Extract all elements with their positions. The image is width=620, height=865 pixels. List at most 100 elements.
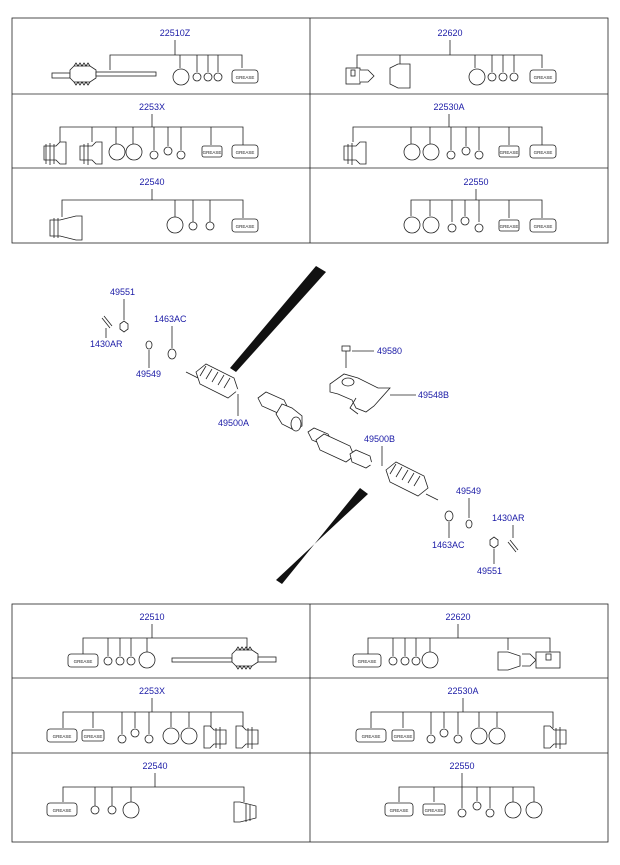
ring-icon <box>180 727 198 745</box>
boot-ribs <box>215 727 221 749</box>
grease-label: GREASE <box>236 224 255 229</box>
grease-label: GREASE <box>236 75 255 80</box>
boot-icon <box>233 801 257 823</box>
callout-49500a: 49500A <box>218 418 249 428</box>
kit-panel-22540-top[interactable]: 22540 GREASE <box>49 177 259 241</box>
leader-line <box>61 199 244 218</box>
kit-panel-22550-top[interactable]: 22550 GREASE GREASE <box>403 177 557 234</box>
kit-code-label: 2253X <box>139 102 165 112</box>
grease-label: GREASE <box>358 659 377 664</box>
grease-tube-icon: GREASE <box>498 145 520 158</box>
callout-49549-top: 49549 <box>136 369 161 379</box>
kit-panel-22620-top[interactable]: 22620 GREASE <box>345 28 557 89</box>
kit-panel-22530a-top[interactable]: 22530A GREASE GREASE <box>343 102 557 165</box>
leader-line <box>370 711 554 728</box>
kit-panel-22620-bottom[interactable]: 22620 GREASE <box>352 612 561 671</box>
ring-icon <box>439 728 449 738</box>
grease-tube-icon: GREASE <box>422 803 446 816</box>
callout-49548b: 49548B <box>418 390 449 400</box>
grease-label: GREASE <box>362 734 381 739</box>
ring-icon <box>498 72 508 82</box>
ring-icon <box>422 143 440 161</box>
boot-icon <box>43 141 67 165</box>
ring-icon <box>422 216 440 234</box>
ring-icon <box>205 221 215 231</box>
snap-ring-icon <box>444 510 454 522</box>
ring-icon <box>474 223 484 233</box>
ring-icon <box>460 216 470 226</box>
ring-icon <box>125 143 143 161</box>
drive-shaft-left[interactable] <box>185 363 303 432</box>
ring-icon <box>203 72 213 82</box>
grease-label: GREASE <box>84 734 103 739</box>
boot-icon <box>79 141 103 165</box>
grease-tube-icon: GREASE <box>529 144 557 159</box>
kit-panel-22510z[interactable]: 22510Z GREASE <box>51 28 259 86</box>
sweep-line-bottom <box>276 488 368 584</box>
shaft-bracket[interactable] <box>329 373 391 415</box>
washer-icon <box>145 340 153 350</box>
ring-icon <box>426 734 436 744</box>
leader-line <box>62 711 244 728</box>
ring-icon <box>192 72 202 82</box>
ring-icon <box>474 150 484 160</box>
kit-panel-22550-bottom[interactable]: 22550 GREASE GREASE <box>384 761 543 819</box>
grease-label: GREASE <box>394 734 413 739</box>
callout-1430ar-top: 1430AR <box>90 339 123 349</box>
kit-panel-2253x-bottom[interactable]: 2253X GREASE GREASE <box>46 686 259 749</box>
grease-tube-icon: GREASE <box>355 728 387 743</box>
bottom-parts-table: 22510 GREASE 22620 <box>11 603 609 843</box>
cotter-pin-icon <box>101 315 113 329</box>
callout-1463ac-top: 1463AC <box>154 314 187 324</box>
kit-panel-2253x-top[interactable]: 2253X GREASE GREASE <box>43 102 259 165</box>
grease-tube-icon: GREASE <box>384 802 414 817</box>
grease-tube-icon: GREASE <box>46 802 78 817</box>
leader-line <box>352 126 543 145</box>
kit-panel-22540-bottom[interactable]: 22540 GREASE <box>46 761 257 823</box>
leader-line <box>410 199 543 218</box>
exploded-view: 49551 1463AC 1430AR 49549 49500A 49580 4… <box>90 266 525 584</box>
grease-tube-icon: GREASE <box>67 653 99 668</box>
ring-icon <box>213 72 223 82</box>
kit-code-label: 22510Z <box>160 28 191 38</box>
boot-icon <box>49 215 83 241</box>
boot-ribs <box>555 727 561 749</box>
cv-joint-icon <box>522 651 561 669</box>
leader-line <box>356 54 543 68</box>
grease-label: GREASE <box>74 659 93 664</box>
ring-icon <box>108 143 126 161</box>
grease-label: GREASE <box>534 150 553 155</box>
kit-panel-22530a-bottom[interactable]: 22530A GREASE GREASE <box>355 686 567 749</box>
grease-tube-icon: GREASE <box>46 728 78 743</box>
ring-icon <box>488 727 506 745</box>
ring-icon <box>446 150 456 160</box>
cv-joint-icon <box>345 67 375 85</box>
boot-icon <box>543 725 567 749</box>
drive-shaft-icon <box>51 62 157 86</box>
grease-tube-icon: GREASE <box>81 729 105 742</box>
ring-icon <box>130 728 140 738</box>
washer-icon <box>465 519 473 529</box>
ring-icon <box>144 734 154 744</box>
leader-line <box>398 786 535 802</box>
boot-icon <box>235 725 259 749</box>
kit-panel-22510[interactable]: 22510 GREASE <box>67 612 277 670</box>
ring-icon <box>421 651 439 669</box>
ring-icon <box>447 223 457 233</box>
ring-icon <box>117 734 127 744</box>
ring-icon <box>90 805 100 815</box>
ring-icon <box>172 68 190 86</box>
ring-icon <box>126 656 136 666</box>
ring-icon <box>400 656 410 666</box>
ring-icon <box>138 651 156 669</box>
drive-shaft-icon <box>171 646 277 670</box>
kit-code-label: 22530A <box>433 102 464 112</box>
leader-line <box>82 637 248 655</box>
callout-1463ac-bottom: 1463AC <box>432 540 465 550</box>
kit-code-label: 22620 <box>445 612 470 622</box>
kit-code-label: 22550 <box>463 177 488 187</box>
ring-icon <box>457 808 467 818</box>
drive-shaft-right[interactable] <box>307 427 439 501</box>
ring-icon <box>411 656 421 666</box>
